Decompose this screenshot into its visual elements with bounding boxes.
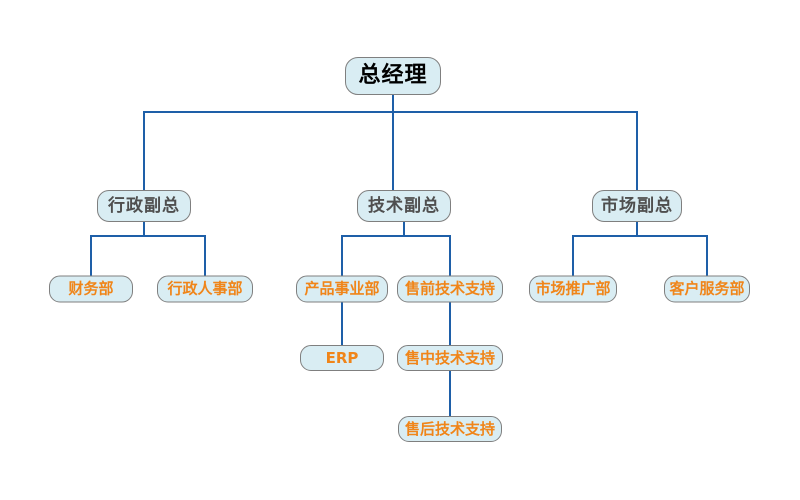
org-node-product-division: 产品事业部 [296, 275, 388, 303]
org-node-midsales-support: 售中技术支持 [397, 345, 503, 371]
org-node-tech-vp: 技术副总 [357, 190, 451, 222]
org-node-admin-vp: 行政副总 [97, 190, 191, 222]
org-node-market-promotion-dept: 市场推广部 [529, 275, 617, 303]
org-node-aftersales-support: 售后技术支持 [398, 416, 502, 442]
org-node-presales-support: 售前技术支持 [397, 275, 503, 303]
org-node-market-vp: 市场副总 [592, 190, 682, 222]
org-node-admin-hr-dept: 行政人事部 [157, 275, 253, 303]
org-node-customer-service-dept: 客户服务部 [664, 275, 750, 303]
org-node-general-manager: 总经理 [345, 57, 441, 95]
org-node-erp: ERP [300, 345, 384, 371]
org-node-finance-dept: 财务部 [49, 275, 133, 303]
